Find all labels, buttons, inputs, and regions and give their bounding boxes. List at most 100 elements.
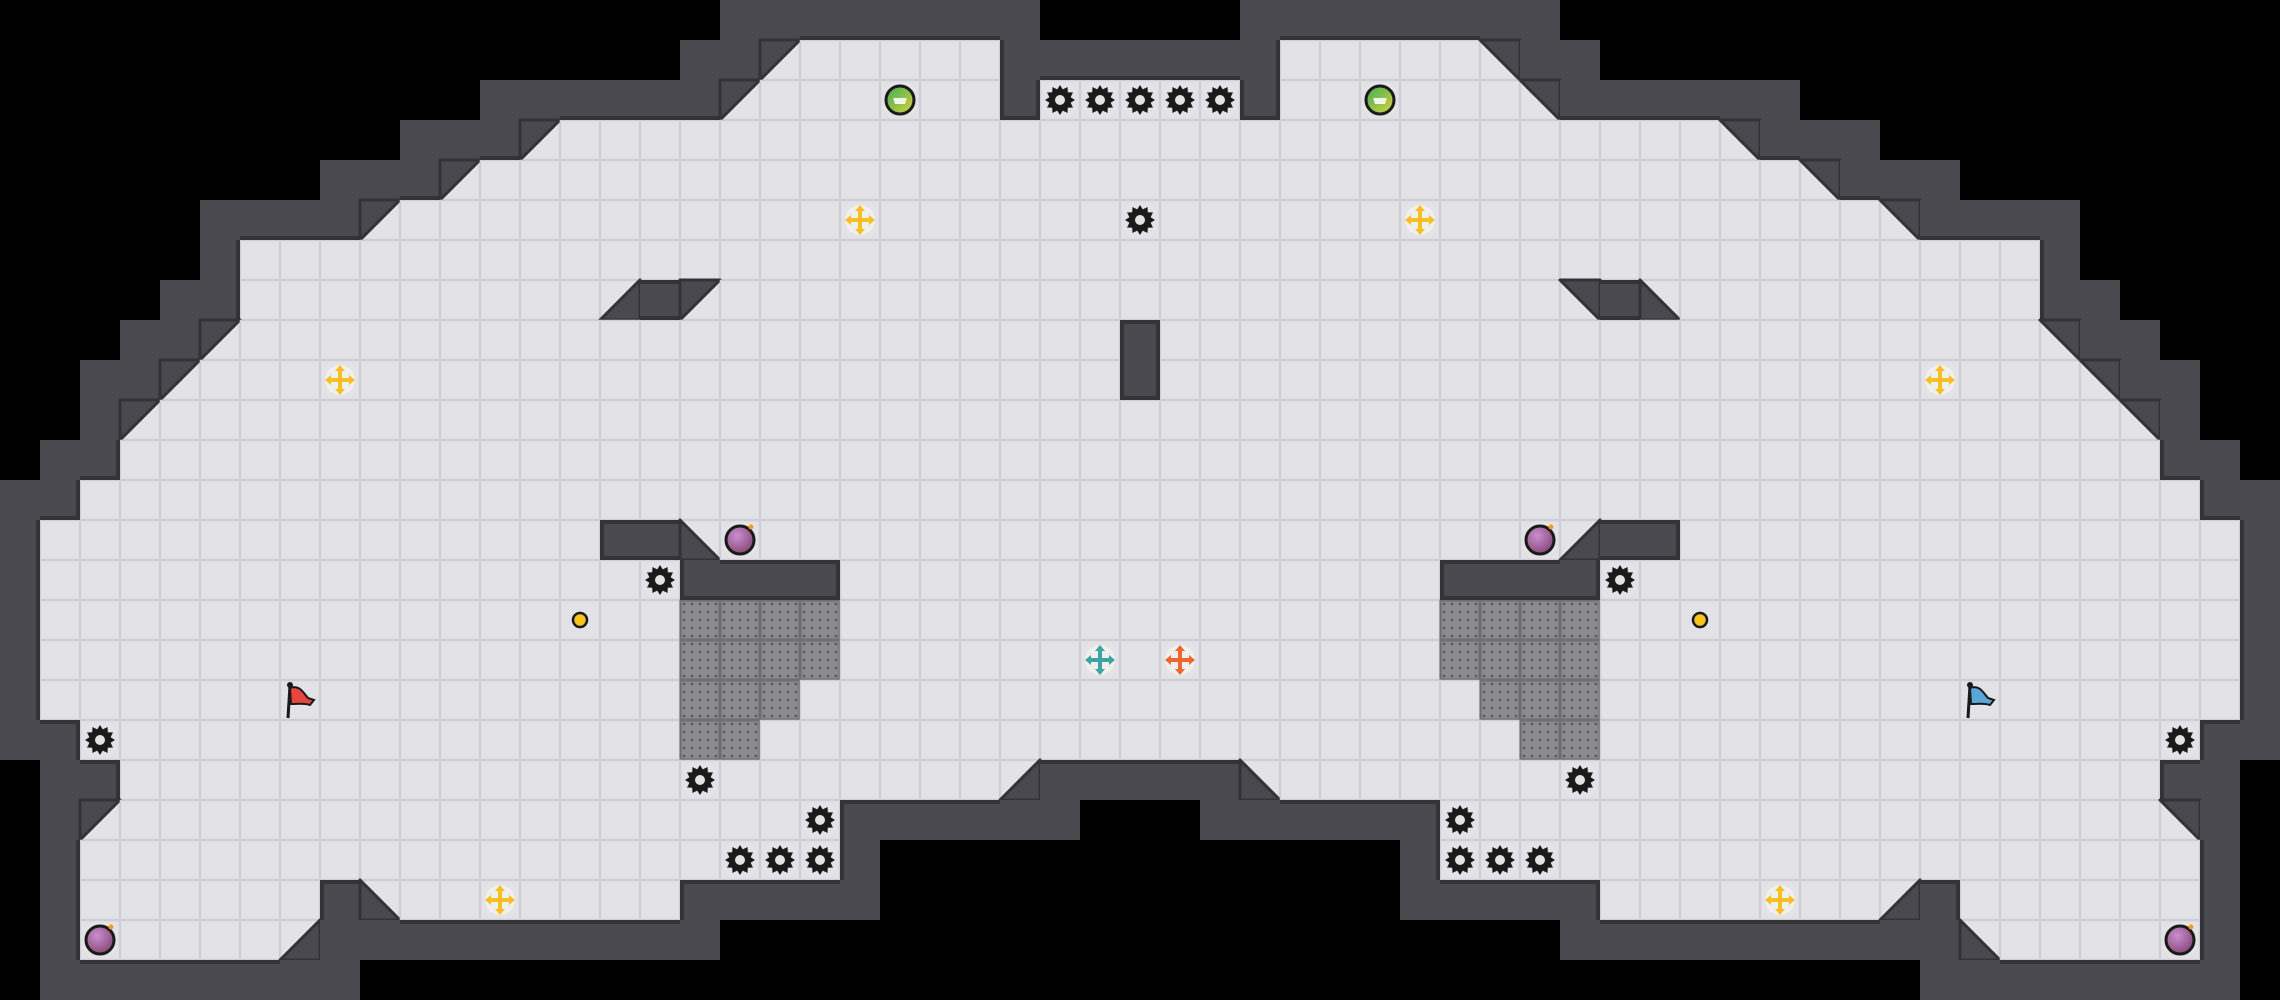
diagonal-wall-tile <box>358 198 402 242</box>
floor-tile <box>1599 839 1641 881</box>
floor-tile <box>919 639 961 681</box>
wall-tile <box>2040 280 2080 320</box>
floor-tile <box>519 799 561 841</box>
floor-tile <box>1759 159 1801 201</box>
floor-tile <box>839 599 881 641</box>
diagonal-wall-tile <box>678 278 722 322</box>
floor-tile <box>1119 239 1161 281</box>
floor-tile <box>1119 439 1161 481</box>
floor-tile <box>1919 479 1961 521</box>
floor-tile <box>679 159 721 201</box>
floor-tile <box>639 599 681 641</box>
floor-tile <box>519 679 561 721</box>
floor-tile <box>1399 319 1441 361</box>
floor-tile <box>199 599 241 641</box>
wall-tile <box>1120 320 1160 360</box>
floor-tile <box>1679 479 1721 521</box>
floor-tile <box>1439 359 1481 401</box>
floor-tile <box>879 719 921 761</box>
floor-tile <box>1799 439 1841 481</box>
floor-tile <box>319 439 361 481</box>
floor-tile <box>199 639 241 681</box>
floor-tile <box>439 799 481 841</box>
floor-tile <box>1879 439 1921 481</box>
gravel-tile <box>1479 639 1521 681</box>
floor-tile <box>39 559 81 601</box>
floor-tile <box>879 159 921 201</box>
floor-tile <box>2039 559 2081 601</box>
floor-tile <box>1359 719 1401 761</box>
floor-tile <box>319 479 361 521</box>
floor-tile <box>1759 519 1801 561</box>
floor-tile <box>1439 319 1481 361</box>
floor-tile <box>119 639 161 681</box>
floor-tile <box>359 599 401 641</box>
wall-tile <box>600 80 640 120</box>
floor-tile <box>2119 679 2161 721</box>
floor-tile <box>1759 679 1801 721</box>
wall-tile <box>1880 160 1920 200</box>
floor-tile <box>279 879 321 921</box>
wall-tile <box>1040 800 1080 840</box>
floor-tile <box>1319 559 1361 601</box>
spike-icon <box>805 805 835 835</box>
wall-tile <box>1520 0 1560 40</box>
entity-layer <box>84 84 2196 956</box>
wall-tile <box>1320 0 1360 40</box>
floor-tile <box>1719 159 1761 201</box>
floor-tile <box>1599 119 1641 161</box>
floor-tile <box>239 399 281 441</box>
floor-tile <box>1319 439 1361 481</box>
floor-tile <box>1999 799 2041 841</box>
floor-tile <box>799 159 841 201</box>
floor-tile <box>2119 799 2161 841</box>
wall-tile <box>40 920 80 960</box>
floor-tile <box>199 919 241 961</box>
diagonal-wall-tile <box>158 358 202 402</box>
floor-tile <box>1959 719 2001 761</box>
floor-tile <box>1679 519 1721 561</box>
wall-tile <box>1280 0 1320 40</box>
floor-tile <box>399 559 441 601</box>
wall-tile <box>40 960 80 1000</box>
floor-tile <box>279 439 321 481</box>
floor-tile <box>1719 559 1761 601</box>
floor-tile <box>1279 599 1321 641</box>
floor-tile <box>439 559 481 601</box>
floor-tile <box>359 519 401 561</box>
floor-tile <box>39 639 81 681</box>
floor-tile <box>1599 799 1641 841</box>
floor-tile <box>679 199 721 241</box>
floor-tile <box>1119 119 1161 161</box>
floor-tile <box>1359 39 1401 81</box>
floor-tile <box>279 799 321 841</box>
floor-tile <box>1479 759 1521 801</box>
floor-tile <box>2039 839 2081 881</box>
floor-tile <box>239 519 281 561</box>
floor-tile <box>1999 239 2041 281</box>
floor-tile <box>2119 639 2161 681</box>
gravel-tile <box>1519 599 1561 641</box>
floor-tile <box>1519 799 1561 841</box>
floor-tile <box>599 759 641 801</box>
floor-tile <box>1039 559 1081 601</box>
floor-tile <box>159 639 201 681</box>
diagonal-wall-tile <box>198 318 242 362</box>
wall-tile <box>2200 480 2240 520</box>
wall-tile <box>640 520 680 560</box>
floor-tile <box>359 799 401 841</box>
floor-tile <box>1639 119 1681 161</box>
floor-tile <box>1359 439 1401 481</box>
floor-tile <box>1599 639 1641 681</box>
floor-tile <box>2039 679 2081 721</box>
floor-tile <box>279 519 321 561</box>
floor-tile <box>359 759 401 801</box>
floor-tile <box>1839 599 1881 641</box>
wall-tile <box>2120 960 2160 1000</box>
floor-tile <box>799 319 841 361</box>
floor-tile <box>1239 519 1281 561</box>
floor-tile <box>1199 399 1241 441</box>
floor-tile <box>439 679 481 721</box>
floor-tile <box>1159 399 1201 441</box>
floor-tile <box>2119 879 2161 921</box>
